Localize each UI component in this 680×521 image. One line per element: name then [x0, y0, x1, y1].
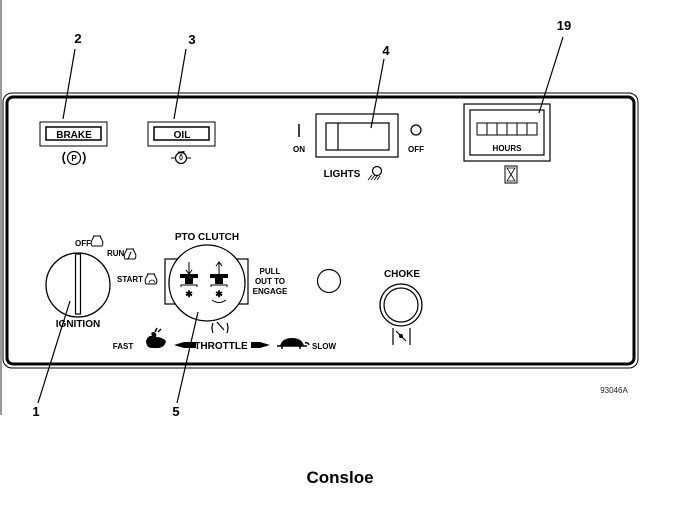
hour-meter-digit	[476, 122, 488, 136]
figure-id: 93046A	[600, 386, 628, 395]
figure-caption: Consloe	[306, 468, 374, 487]
ignition-start-label: START	[117, 275, 143, 284]
console-diagram: BRAKE P OIL ON OFF LIGHTS HOURS	[2, 18, 639, 419]
choke-label: CHOKE	[384, 269, 420, 280]
throttle-label: THROTTLE	[194, 341, 248, 352]
turtle-icon	[277, 338, 310, 349]
lights-label: LIGHTS	[324, 169, 361, 180]
hourglass-icon	[504, 165, 518, 184]
console-panel-outer	[2, 92, 639, 369]
oil-indicator: OIL	[147, 121, 216, 147]
pto-knob	[168, 244, 246, 322]
ignition-off-label: OFF	[75, 239, 91, 248]
brake-indicator: BRAKE	[39, 121, 108, 147]
parking-brake-symbol: P	[71, 154, 77, 163]
headlight-icon	[367, 165, 383, 181]
callout-leaders	[37, 36, 564, 404]
pto-clutch-label: PTO CLUTCH	[175, 232, 239, 243]
off-symbol	[410, 124, 422, 136]
ignition-run-label: RUN	[107, 249, 125, 258]
lights-on-label: ON	[293, 145, 305, 154]
pto-instruction-line-3: ENGAGE	[253, 287, 288, 296]
lights-switch	[315, 113, 399, 158]
pto-instruction-line-1: PULL	[260, 267, 281, 276]
throttle-arrow-left-icon	[174, 342, 196, 348]
callout-1: 1	[32, 404, 39, 419]
callout-19: 19	[557, 18, 571, 33]
lights-off-label: OFF	[408, 145, 424, 154]
accessory-hole	[316, 268, 342, 294]
throttle-slow-label: SLOW	[312, 342, 336, 351]
hour-meter: HOURS	[463, 103, 551, 162]
svg-text:✱: ✱	[215, 289, 223, 299]
engine-stop-icon	[90, 235, 104, 247]
brake-label: BRAKE	[56, 130, 92, 141]
engine-run-icon	[123, 248, 137, 260]
hours-label: HOURS	[493, 144, 523, 153]
callout-4: 4	[382, 43, 390, 58]
callout-5: 5	[172, 404, 179, 419]
hour-meter-digit	[486, 122, 498, 136]
pto-engage-icon: ✱	[210, 261, 228, 303]
page-edge	[0, 0, 2, 415]
svg-text:✱: ✱	[185, 289, 193, 299]
ignition-switch	[45, 252, 111, 318]
throttle-lever-icon	[211, 321, 229, 334]
ignition-label: IGNITION	[56, 319, 100, 330]
pto-instruction-line-2: OUT TO	[255, 277, 285, 286]
parking-brake-icon: P	[62, 150, 86, 166]
throttle-fast-label: FAST	[113, 342, 134, 351]
rabbit-icon	[146, 327, 166, 348]
hour-meter-digit	[516, 122, 528, 136]
console-panel-inner	[5, 95, 636, 366]
choke-valve-icon	[395, 330, 407, 342]
callout-2: 2	[74, 31, 81, 46]
oil-pressure-icon	[171, 151, 191, 165]
hour-meter-digit	[526, 122, 538, 136]
pto-disengage-icon: ✱	[180, 262, 198, 299]
hour-meter-digit	[496, 122, 508, 136]
hour-meter-digit	[506, 122, 518, 136]
choke-knob	[379, 283, 423, 345]
engine-start-icon	[144, 273, 158, 285]
throttle-arrow-right-icon	[251, 342, 270, 348]
hour-meter-digits	[476, 122, 538, 136]
callout-3: 3	[188, 32, 195, 47]
oil-label: OIL	[174, 130, 191, 141]
